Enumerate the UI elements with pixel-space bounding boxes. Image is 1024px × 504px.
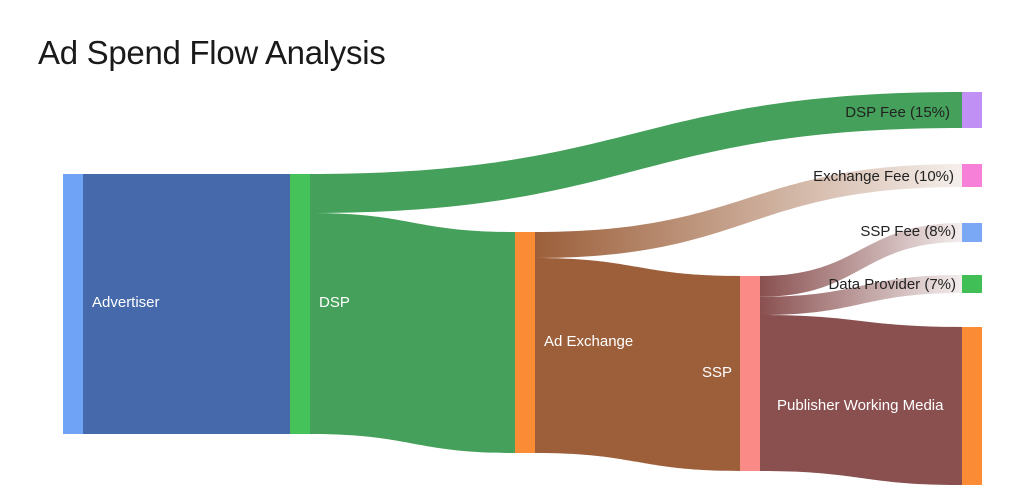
link-advertiser-to-dsp — [83, 174, 290, 434]
link-ad_exchange-to-exchange_fee — [535, 164, 962, 258]
link-dsp-to-dsp_fee — [310, 92, 962, 213]
link-ssp-to-publisher — [760, 315, 962, 485]
node-publisher — [962, 327, 982, 485]
label-ssp: SSP — [702, 364, 732, 381]
node-advertiser — [63, 174, 83, 434]
label-ssp-fee: SSP Fee (8%) — [860, 223, 956, 240]
label-dsp-fee: DSP Fee (15%) — [845, 104, 950, 121]
link-ssp-to-data_provider — [760, 275, 962, 315]
links-layer — [83, 92, 962, 485]
node-dsp-fee — [962, 92, 982, 128]
label-publisher: Publisher Working Media — [777, 397, 944, 414]
node-data-provider — [962, 275, 982, 293]
node-dsp — [290, 174, 310, 434]
label-advertiser: Advertiser — [92, 294, 160, 311]
label-dsp: DSP — [319, 294, 350, 311]
node-ssp — [740, 276, 760, 471]
nodes-layer — [63, 92, 982, 485]
link-dsp-to-ad_exchange — [310, 213, 515, 453]
link-ad_exchange-to-ssp — [535, 258, 740, 471]
label-exchange-fee: Exchange Fee (10%) — [813, 168, 954, 185]
chart-title: Ad Spend Flow Analysis — [38, 34, 386, 71]
label-data-provider: Data Provider (7%) — [828, 276, 956, 293]
node-exchange-fee — [962, 164, 982, 187]
node-ssp-fee — [962, 223, 982, 242]
link-ssp-to-ssp_fee — [760, 223, 962, 297]
node-ad-exchange — [515, 232, 535, 453]
label-ad-exchange: Ad Exchange — [544, 333, 633, 350]
